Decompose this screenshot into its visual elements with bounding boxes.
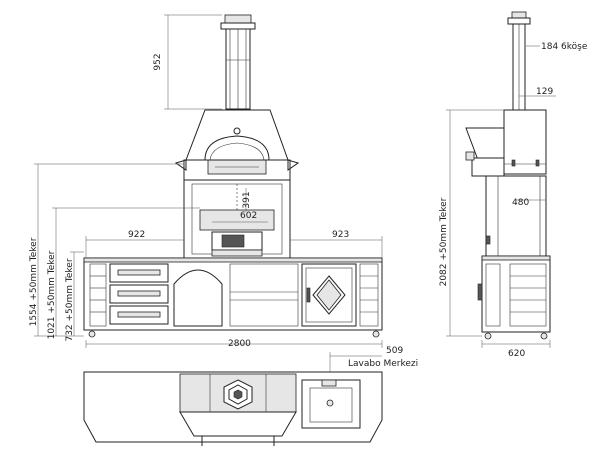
top-sink xyxy=(301,379,361,429)
dim-total-height-side: 2082 +50mm Teker xyxy=(439,197,449,286)
top-view xyxy=(83,371,383,446)
dim-inner-width: 602 xyxy=(240,211,257,221)
front-dimensions xyxy=(34,14,383,374)
side-view xyxy=(446,11,556,348)
top-oven-hexagon xyxy=(209,374,267,412)
front-upper-cabinet xyxy=(183,179,291,259)
dim-height-1021: 1021 +50mm Teker xyxy=(47,250,57,339)
dim-inner-height: 391 xyxy=(242,191,252,208)
dim-left-width: 922 xyxy=(128,230,145,240)
dim-right-width: 923 xyxy=(332,230,349,240)
front-chimney xyxy=(220,14,256,110)
dim-depth-480: 480 xyxy=(512,198,529,208)
dim-total-width: 2800 xyxy=(228,339,251,349)
label-sink-center: Lavabo Merkezi xyxy=(348,359,418,369)
dim-chimney-height: 952 xyxy=(153,53,163,70)
front-view xyxy=(34,14,383,374)
side-oven xyxy=(465,109,547,177)
dim-height-732: 732 +50mm Teker xyxy=(65,258,75,341)
side-base-cabinet xyxy=(477,255,551,340)
front-oven-dome xyxy=(174,109,300,181)
dim-height-1554: 1554 +50mm Teker xyxy=(29,237,39,326)
side-chimney xyxy=(507,11,531,111)
front-base-cabinet xyxy=(83,257,383,338)
dim-offset-129: 129 xyxy=(536,87,553,97)
dim-sink-offset: 509 xyxy=(386,346,403,356)
side-dimensions xyxy=(446,45,556,348)
dim-chimney-size: 184 6köşe xyxy=(541,42,588,52)
dim-side-depth: 620 xyxy=(508,349,525,359)
side-upper-cabinet xyxy=(485,175,547,257)
